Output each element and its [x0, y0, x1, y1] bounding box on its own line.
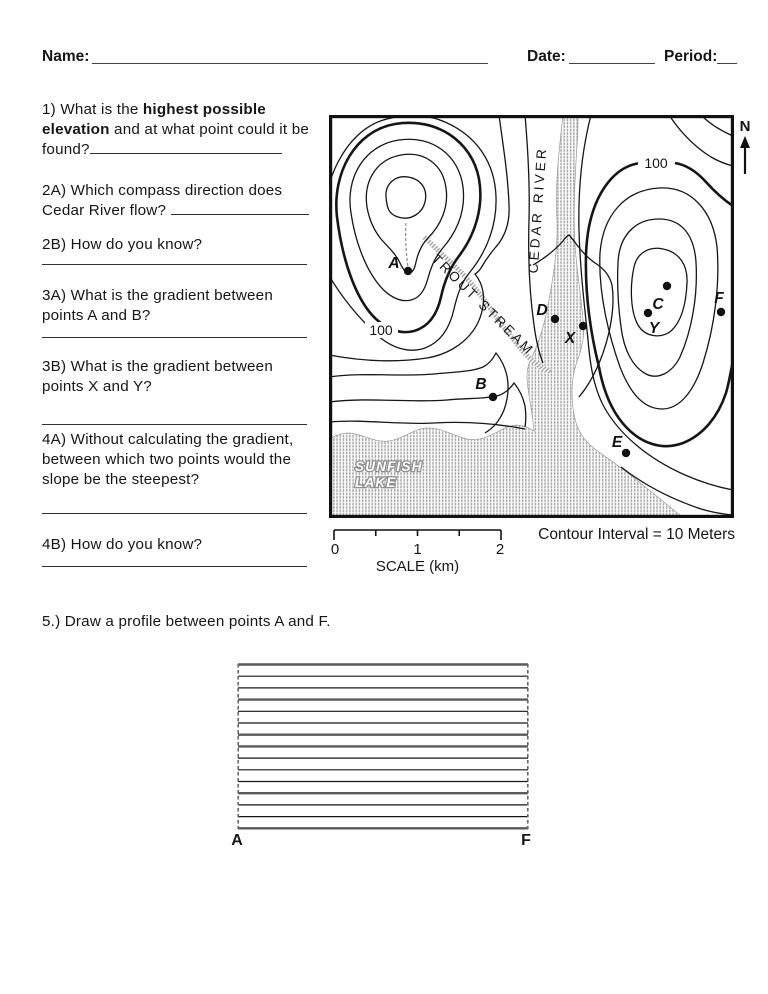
- contour-lines-left-hill: [329, 115, 497, 351]
- contour-label-right: 100: [644, 155, 668, 171]
- sunfish-lake-label-line1: SUNFISH: [355, 459, 423, 474]
- scale-bar: 0 1 2 SCALE (km) Contour Interval = 10 M…: [331, 526, 735, 574]
- point-c-label: C: [652, 296, 664, 313]
- scale-tick-1: 1: [413, 541, 421, 558]
- question-3b: 3B) What is the gradient between points …: [42, 357, 310, 397]
- question-3b-text: 3B) What is the gradient between points …: [42, 358, 273, 395]
- map-points: [403, 266, 726, 458]
- period-field-line[interactable]: [717, 50, 737, 64]
- trout-stream-water: [422, 235, 552, 374]
- point-c-dot: [662, 281, 672, 291]
- sunfish-lake-label-line2: LAKE: [355, 475, 397, 490]
- point-d-dot: [550, 314, 560, 324]
- q4b-answer-line[interactable]: [42, 565, 307, 567]
- question-5: 5.) Draw a profile between points A and …: [42, 612, 542, 632]
- scale-units-label: SCALE (km): [376, 558, 459, 574]
- point-y-dot: [643, 308, 653, 318]
- profile-grid-lines: [238, 663, 528, 830]
- q1-answer-blank[interactable]: [89, 142, 282, 154]
- question-3a: 3A) What is the gradient between points …: [42, 286, 310, 326]
- question-3a-text: 3A) What is the gradient between points …: [42, 287, 273, 324]
- map-border: [329, 115, 734, 518]
- period-label: Period:: [664, 48, 718, 65]
- point-a-dot: [403, 266, 413, 276]
- contour-label-left: 100: [369, 322, 393, 338]
- question-4a-text: 4A) Without calculating the gradient, be…: [42, 431, 294, 488]
- scale-tick-0: 0: [331, 541, 339, 558]
- name-field-line[interactable]: [92, 50, 488, 64]
- q3b-answer-line[interactable]: [42, 423, 307, 425]
- label-backing-left: [365, 322, 398, 338]
- topographic-map: 100 100 CEDAR RIVER TROUT STREAM SUNFISH…: [329, 115, 734, 518]
- sunfish-lake-label: SUNFISH LAKE: [354, 458, 423, 492]
- q4a-answer-line[interactable]: [42, 512, 307, 514]
- contour-lines-right-hill: [578, 115, 734, 516]
- question-2a-text: 2A) Which compass direction does Cedar R…: [42, 182, 283, 219]
- point-f-dot: [716, 307, 726, 317]
- profile-end-label: F: [521, 832, 531, 849]
- contour-interval-label: Contour Interval = 10 Meters: [538, 526, 735, 543]
- question-1: 1) What is the highest possible elevatio…: [42, 100, 310, 160]
- profile-grid[interactable]: [237, 663, 529, 830]
- point-b-dot: [488, 392, 498, 402]
- point-e-label: E: [612, 434, 623, 451]
- question-4b: 4B) How do you know?: [42, 535, 310, 555]
- north-arrow-head: [740, 136, 750, 148]
- question-2a: 2A) Which compass direction does Cedar R…: [42, 181, 310, 221]
- question-1-text2: and at what point could it be found?: [42, 121, 309, 158]
- q2a-answer-blank[interactable]: [170, 203, 309, 215]
- date-field-line[interactable]: [569, 50, 655, 64]
- name-label: Name:: [42, 48, 90, 65]
- contour-lines-valley: [329, 115, 614, 434]
- point-d-label: D: [536, 302, 547, 319]
- question-5-text: 5.) Draw a profile between points A and …: [42, 613, 331, 630]
- profile-start-label: A: [231, 832, 243, 849]
- north-arrow-label: N: [740, 118, 751, 135]
- map-point-labels: A B C D E F X Y: [387, 255, 724, 451]
- q3a-answer-line[interactable]: [42, 336, 307, 338]
- question-1-bold: highest possible elevation: [42, 101, 266, 138]
- scale-tick-2: 2: [496, 541, 504, 558]
- point-b-label: B: [475, 376, 486, 393]
- stream-source-line: [405, 222, 409, 268]
- question-4a: 4A) Without calculating the gradient, be…: [42, 430, 314, 490]
- point-y-label: Y: [649, 320, 661, 337]
- label-backing-right: [638, 155, 674, 171]
- north-arrow: N: [740, 118, 751, 174]
- contour-labels: 100 100: [365, 155, 674, 338]
- q2b-answer-line[interactable]: [42, 263, 307, 265]
- point-x-label: X: [564, 330, 577, 347]
- scale-tick-labels: 0 1 2 SCALE (km): [331, 541, 504, 574]
- question-4b-text: 4B) How do you know?: [42, 536, 203, 553]
- point-a-label: A: [387, 255, 399, 272]
- date-label: Date:: [527, 48, 566, 65]
- scale-ruler: [333, 529, 502, 540]
- question-2b-text: 2B) How do you know?: [42, 236, 203, 253]
- point-e-dot: [621, 448, 631, 458]
- question-1-text: 1) What is the: [42, 101, 143, 118]
- point-x-dot: [578, 321, 588, 331]
- point-f-label: F: [714, 290, 724, 307]
- question-2b: 2B) How do you know?: [42, 235, 310, 255]
